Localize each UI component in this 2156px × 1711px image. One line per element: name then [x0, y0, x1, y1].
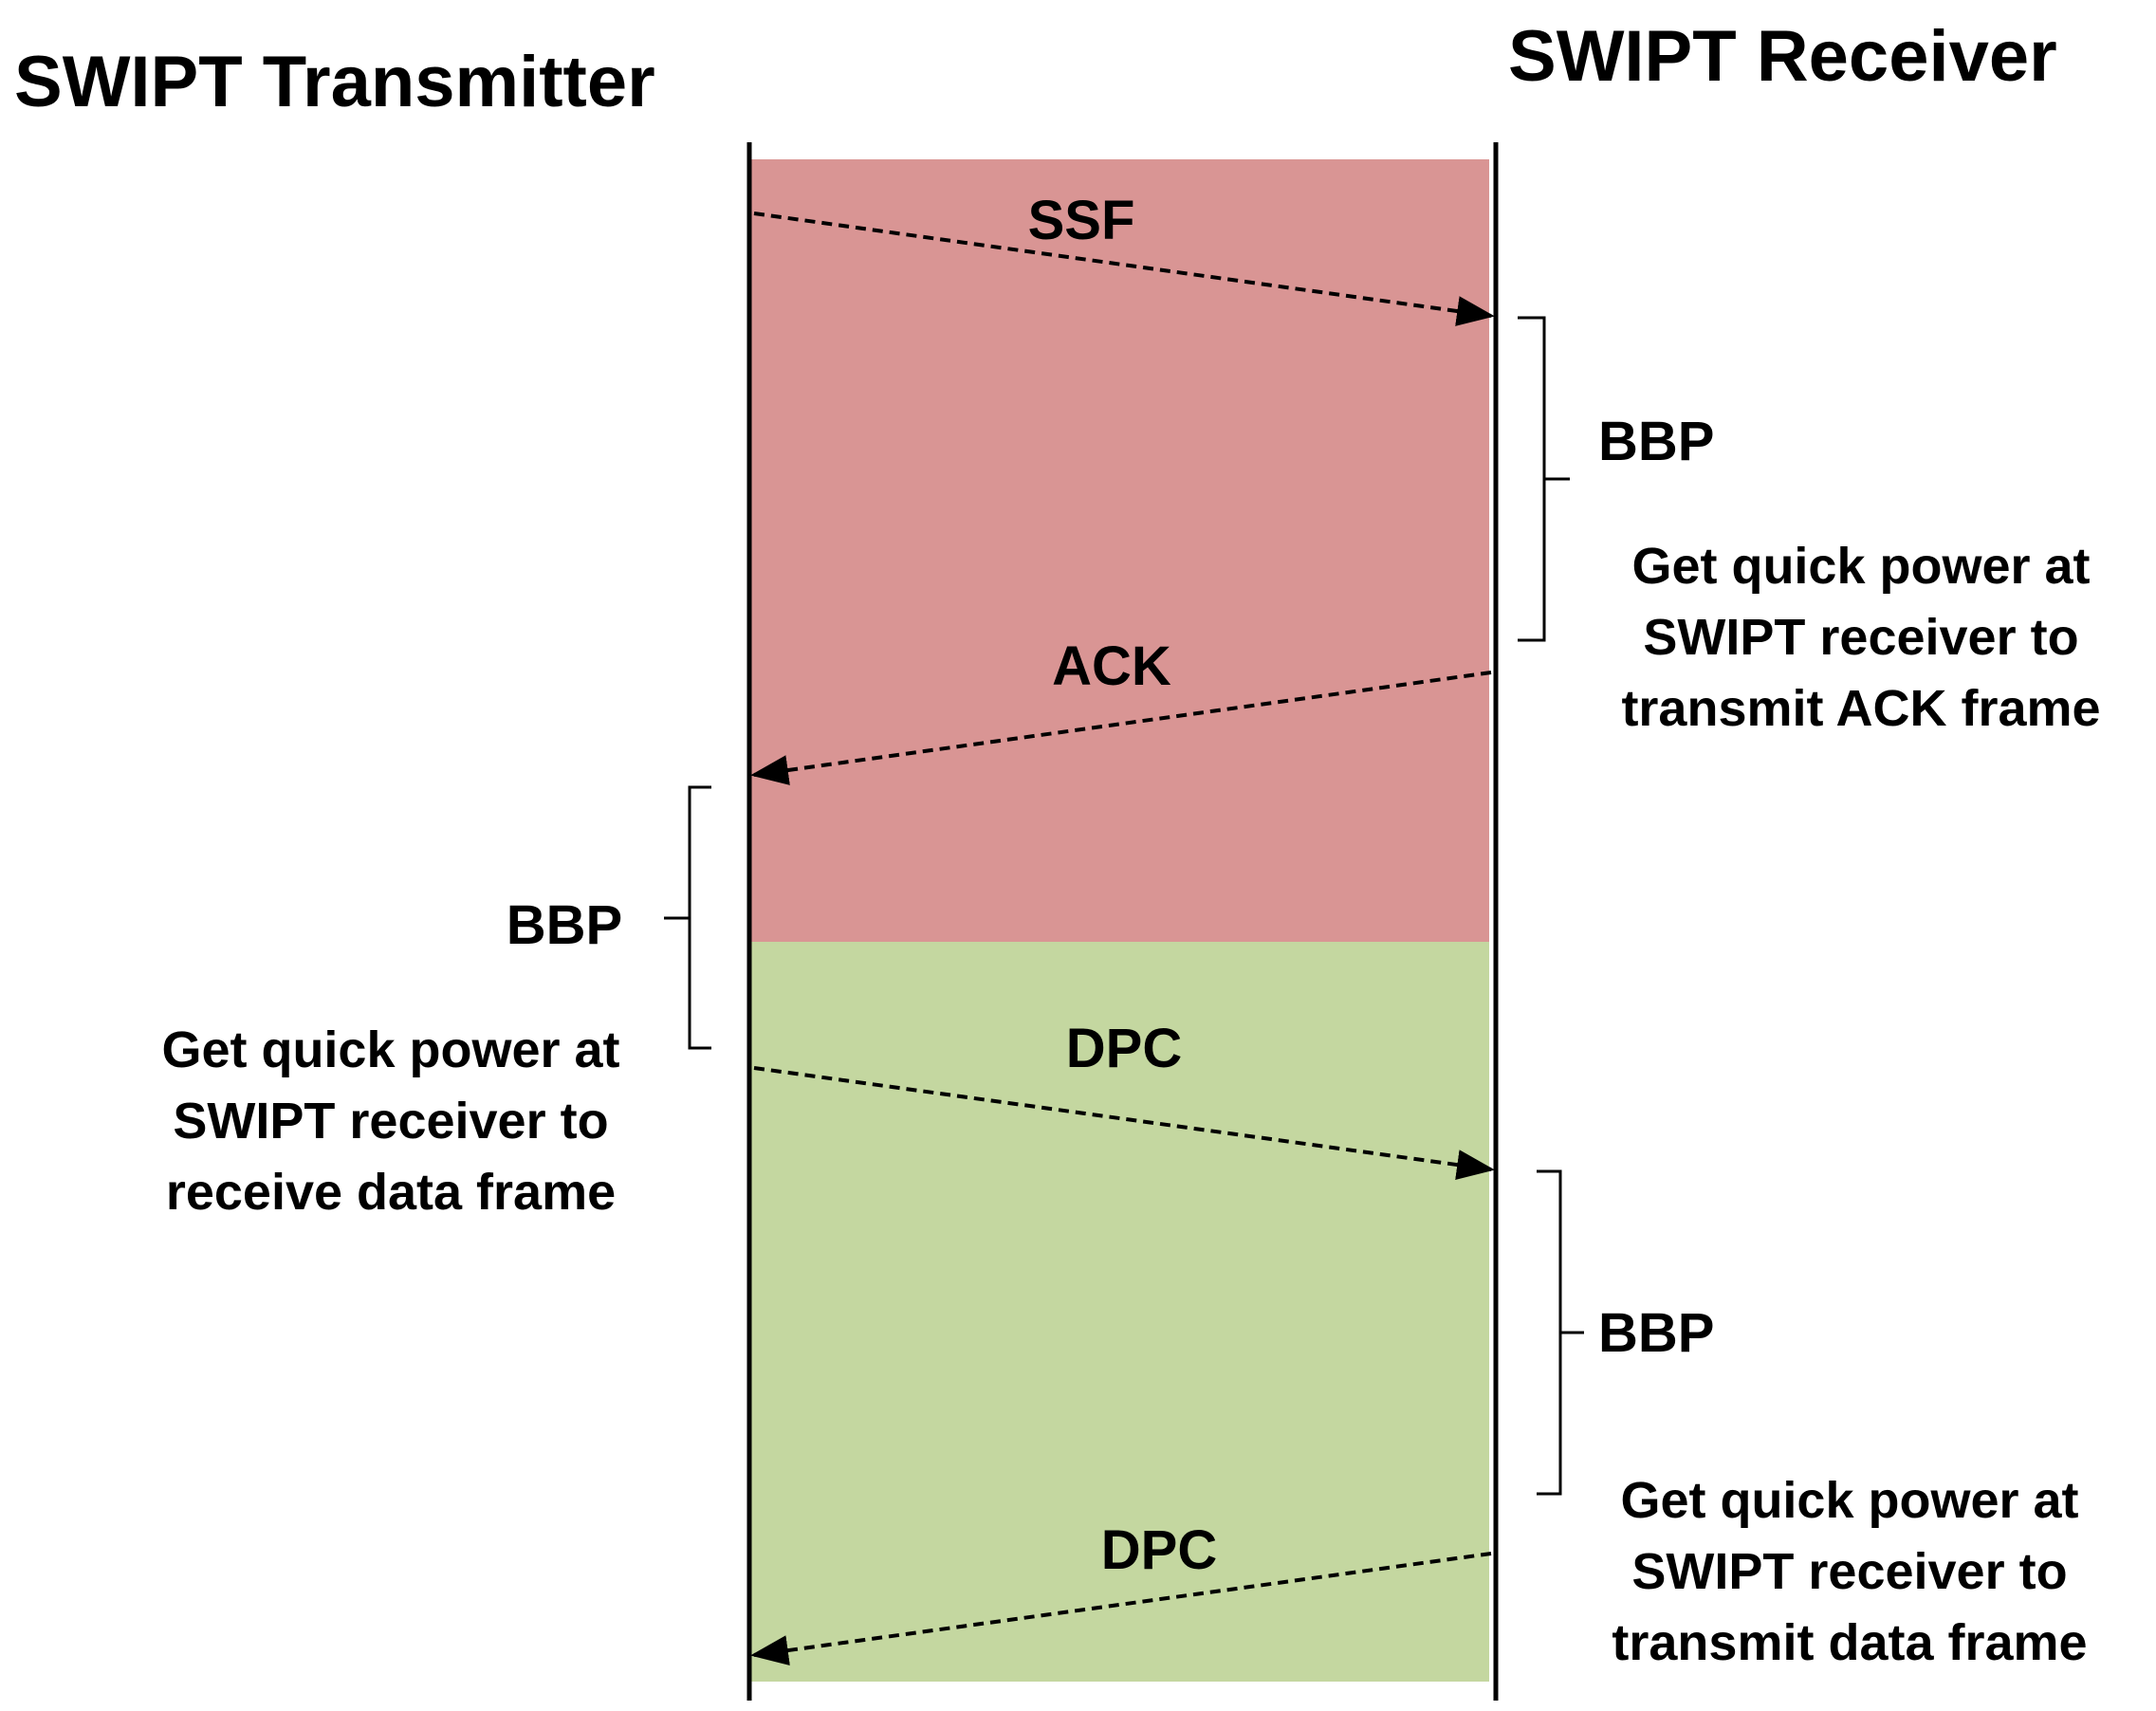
message-label-ssf: SSF: [1028, 190, 1135, 251]
ack-arrow: [750, 671, 1492, 785]
message-label-dpc-1: DPC: [1066, 1018, 1182, 1079]
dpc-arrow-1: [753, 1066, 1495, 1180]
rx-bbp-bracket-1: [1518, 316, 1570, 642]
phase1-region: [749, 159, 1489, 942]
tx-bbp-label: BBP: [507, 894, 622, 956]
tx-note-line-2: SWIPT receiver to: [173, 1093, 608, 1150]
tx-note-line-1: Get quick power at: [161, 1021, 619, 1078]
rx-bbp-label-2: BBP: [1598, 1302, 1714, 1364]
rx-bbp-label-1: BBP: [1598, 411, 1714, 472]
message-label-dpc-2: DPC: [1101, 1519, 1217, 1581]
ssf-arrow: [753, 212, 1495, 326]
rx-note-1-line-3: transmit ACK frame: [1621, 680, 2100, 737]
transmitter-title: SWIPT Transmitter: [14, 42, 655, 122]
rx-note-1-line-1: Get quick power at: [1631, 538, 2090, 595]
rx-bbp-bracket-2: [1537, 1169, 1584, 1496]
dpc-arrow-2: [750, 1552, 1492, 1665]
tx-note-line-3: receive data frame: [166, 1164, 616, 1221]
rx-note-2-line-3: transmit data frame: [1612, 1614, 2087, 1671]
rx-note-1-line-2: SWIPT receiver to: [1643, 609, 2078, 666]
rx-note-2-line-2: SWIPT receiver to: [1631, 1543, 2067, 1600]
tx-bbp-bracket: [664, 785, 711, 1050]
rx-note-2-line-1: Get quick power at: [1620, 1472, 2078, 1529]
phase2-region: [749, 942, 1489, 1682]
message-label-ack: ACK: [1052, 635, 1171, 697]
receiver-title: SWIPT Receiver: [1508, 16, 2057, 97]
